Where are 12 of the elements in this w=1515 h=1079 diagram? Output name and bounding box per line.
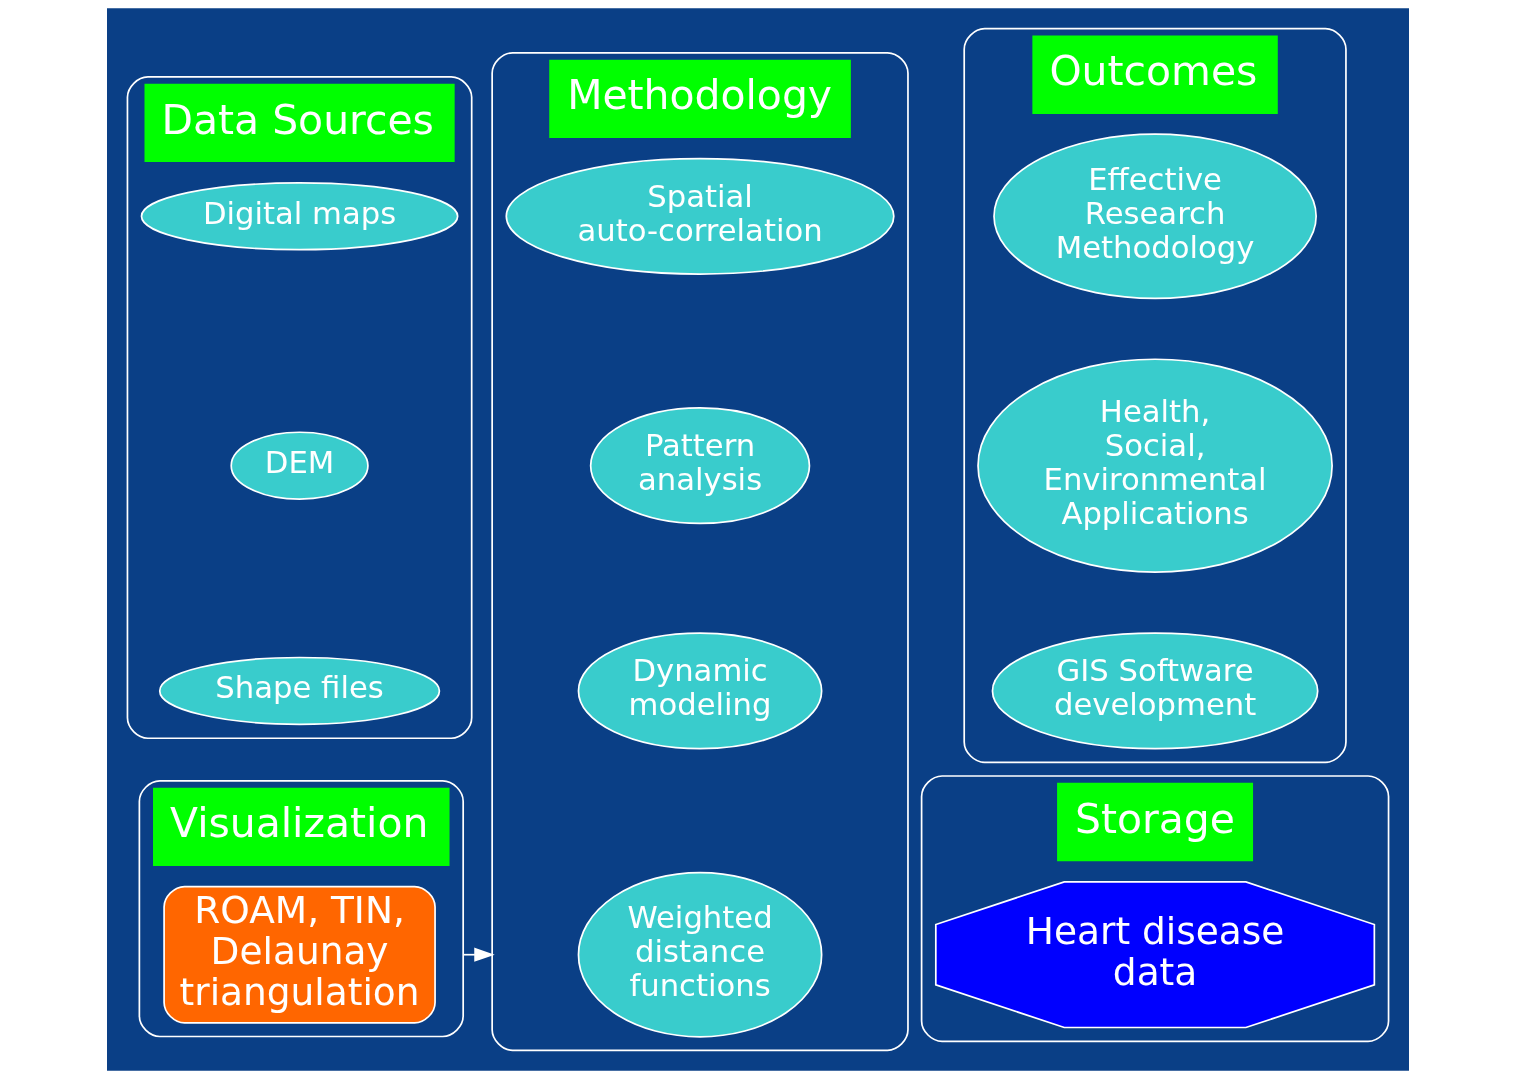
node-ellipse: Spatial auto-correlation — [504, 157, 895, 275]
node-ellipse: Pattern analysis — [589, 407, 810, 525]
node-ellipse: Shape files — [158, 656, 440, 726]
arrow — [461, 947, 495, 962]
node-ellipse: Weighted distance functions — [577, 871, 822, 1038]
node-ellipse: Effective Research Methodology — [992, 133, 1317, 300]
node-ellipse: GIS Software development — [991, 632, 1319, 750]
node-ellipse: DEM — [229, 431, 369, 500]
node-ellipse: Health, Social, Environmental Applications — [976, 358, 1333, 573]
node-box: ROAM, TIN, Delaunay triangulation — [162, 885, 436, 1024]
node-ellipse: Dynamic modeling — [577, 632, 822, 750]
node-ellipse: Digital maps — [140, 182, 458, 251]
